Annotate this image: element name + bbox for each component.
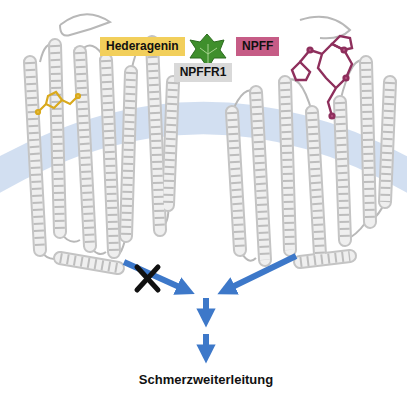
helix-turns [30,42,173,268]
hederagenin-molecule [36,92,80,114]
bond [38,96,78,112]
helix-outline [232,62,390,262]
label-box: NPFF [236,37,279,56]
bond [46,92,62,104]
npff-peptide [292,36,352,118]
bond [300,44,352,116]
bond [318,54,336,88]
outcome-label: Schmerzweiterleitung [139,372,273,388]
atom [342,48,347,53]
cross-stroke [137,267,158,290]
helix-fill [30,42,173,268]
label-text: NPFF [242,39,273,53]
helix-turns [232,62,390,262]
label-text: NPFFR1 [180,65,227,79]
atom [330,114,335,119]
label-box: NPFFR1 [174,63,233,82]
atom [344,76,349,81]
ring [292,62,310,80]
signal-arrow [203,298,209,318]
atom [308,48,313,53]
receptor-right [232,17,390,262]
signal-arrow [226,256,296,290]
cross-stroke [137,267,158,290]
label-text: Hederagenin [106,39,179,53]
block-cross [137,267,158,290]
atom [36,110,40,114]
helix-outline [30,42,173,268]
helix-fill [232,62,390,262]
signal-arrow [124,262,186,290]
atom [76,94,80,98]
label-box: Hederagenin [100,37,185,56]
signal-arrow [203,334,209,354]
